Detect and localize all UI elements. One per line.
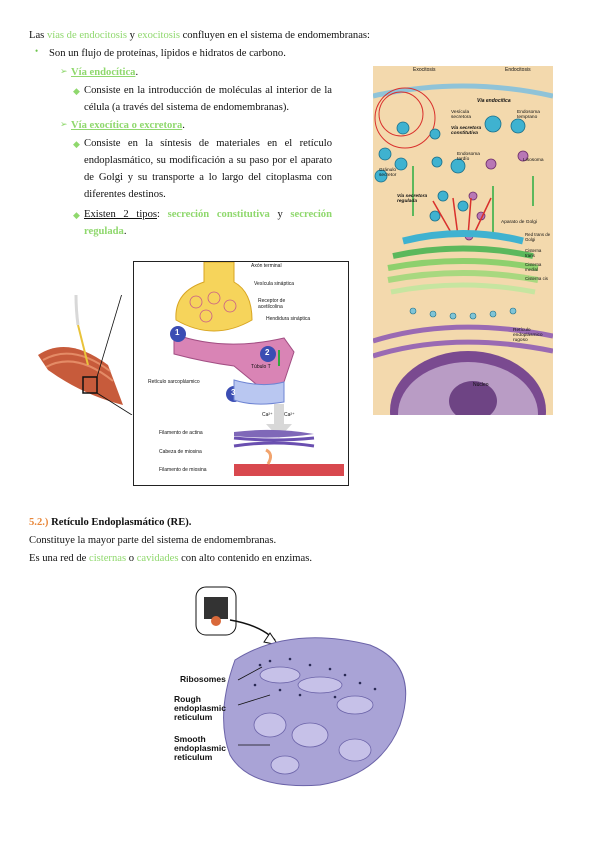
diamond-bullet-icon: ◆: [73, 86, 80, 96]
re-line-1: Constituye la mayor parte del sistema de…: [29, 535, 277, 546]
muscle-fiber-illustration: [28, 259, 138, 416]
term-cavidades: cavidades: [136, 553, 179, 564]
dot: .: [135, 67, 139, 78]
intro-post: confluyen en el sistema de endomembranas…: [179, 30, 370, 41]
intro-mid: y: [126, 30, 138, 41]
via-exocitica-desc: Consiste en la síntesis de materiales en…: [84, 138, 332, 200]
diamond-bullet-icon: ◆: [73, 210, 80, 220]
er-diagram: Ribosomes Rough endoplasmic reticulum Sm…: [160, 585, 430, 800]
label-granulo-secretor: Gránulo secretor: [379, 168, 397, 178]
via-exocitica-label: Vía exocítica o excretora: [71, 120, 183, 131]
dot: .: [123, 226, 127, 237]
tipo-constitutiva: secreción constitutiva: [167, 209, 270, 220]
label-cisterna-trans: Cisterna trans: [525, 248, 542, 258]
label-filamento-actina: Filamento de actina: [159, 430, 203, 436]
tipos-pre: Existen 2 tipos: [84, 209, 157, 220]
step-2-badge: 2: [265, 348, 270, 357]
label-rough-er: Rough endoplasmic reticulum: [174, 694, 226, 722]
muscle-svg: [38, 259, 133, 416]
arrow-bullet-icon: ➢: [60, 66, 68, 76]
label-cisterna-medial: Cisterna medial: [525, 262, 542, 272]
via-endocitica-desc: Consiste en la introducción de moléculas…: [84, 85, 332, 113]
section-title: Retículo Endoplasmático (RE).: [51, 517, 192, 528]
label-vesicula-secretora: Vesícula secretora: [451, 110, 471, 120]
label-cisterna-cis: Cisterna cis: [525, 276, 548, 281]
label-ca1: Ca²⁺: [262, 412, 273, 418]
step-3-badge: 3: [231, 388, 236, 397]
label-smooth-er: Smooth endoplasmic reticulum: [174, 734, 226, 762]
label-hendidura-sinaptica: Hendidura sináptica: [266, 316, 311, 322]
label-endosoma-tardio: Endosoma tardío: [457, 152, 480, 162]
label-red-trans: Red trans de Golgi: [525, 232, 551, 242]
label-ca2: Ca²⁺: [284, 412, 295, 418]
bullet-flujo: Son un flujo de proteínas, lípidos e hid…: [49, 48, 286, 59]
dot: .: [182, 120, 185, 131]
via-exocitica-heading: Vía exocítica o excretora.: [71, 117, 185, 134]
label-aparato-golgi: Aparato de Golgi: [501, 220, 538, 225]
step-1-badge: 1: [175, 328, 180, 337]
label-axon-terminal: Axón terminal: [251, 263, 282, 269]
arrow-bullet-icon: ➢: [60, 119, 68, 129]
term-exocitosis: exocitosis: [137, 30, 180, 41]
label-reticulo-sarcoplasmico: Retículo sarcoplásmico: [148, 379, 200, 385]
intro-pre: Las: [29, 30, 47, 41]
label-nucleo: Núcleo: [473, 382, 489, 388]
label-vesicula-sinaptica: Vesícula sináptica: [254, 281, 295, 287]
er-svg: [195, 586, 407, 787]
term-endocitosis: vías de endocitosis: [46, 30, 127, 41]
label-exocitosis: Exocitosis: [413, 67, 436, 73]
label-receptor-acetilcolina: Receptor de acetilcolina: [258, 298, 286, 310]
term-cisternas: cisternas: [89, 553, 127, 564]
section-number: 5.2.): [29, 517, 49, 528]
label-endosoma-temprano: Endosoma temprano: [517, 110, 540, 120]
re-pre: Es una red de: [29, 553, 90, 564]
label-lisosoma: Lisosoma: [523, 158, 544, 163]
via-endocitica-heading: Vía endocítica.: [71, 64, 138, 81]
label-via-constitutiva: Vía secretora constitutiva: [451, 126, 482, 136]
section-heading: 5.2.) Retículo Endoplasmático (RE).: [29, 514, 191, 531]
endomembrane-diagram: Exocitosis Endocitosis Vía endocítica Ve…: [372, 66, 554, 471]
bullet-dot-icon: •: [35, 46, 39, 56]
diamond-bullet-icon: ◆: [73, 139, 80, 149]
label-via-regulada: Vía secretora regulada: [397, 194, 428, 204]
synapse-diagram: Axón terminal Vesícula sináptica Recepto…: [133, 261, 349, 486]
via-endocitica-label: Vía endocítica: [71, 67, 136, 78]
label-endocitosis: Endocitosis: [505, 67, 531, 73]
y: y: [269, 209, 291, 220]
colon: :: [157, 209, 168, 220]
label-via-endocitica: Vía endocítica: [477, 98, 511, 104]
synapse-svg: [170, 261, 344, 476]
label-filamento-miosina: Filamento de miosina: [159, 467, 207, 473]
label-cabeza-miosina: Cabeza de miosina: [159, 449, 202, 455]
intro-line: Las vías de endocitosis y exocitosis con…: [29, 27, 370, 44]
re-line-2: Es una red de cisternas o cavidades con …: [29, 550, 312, 567]
tipos-line: Existen 2 tipos: secreción constitutiva …: [84, 206, 332, 240]
label-reticulo-rugoso: Retículo endoplásmico rugoso: [513, 328, 543, 343]
label-tubulo-t: Túbulo T: [251, 364, 271, 370]
tipo-regulada: secreción regulada: [84, 209, 332, 237]
label-ribosomes: Ribosomes: [180, 674, 226, 684]
re-post: con alto contenido en enzimas.: [178, 553, 313, 564]
re-o: o: [126, 553, 137, 564]
